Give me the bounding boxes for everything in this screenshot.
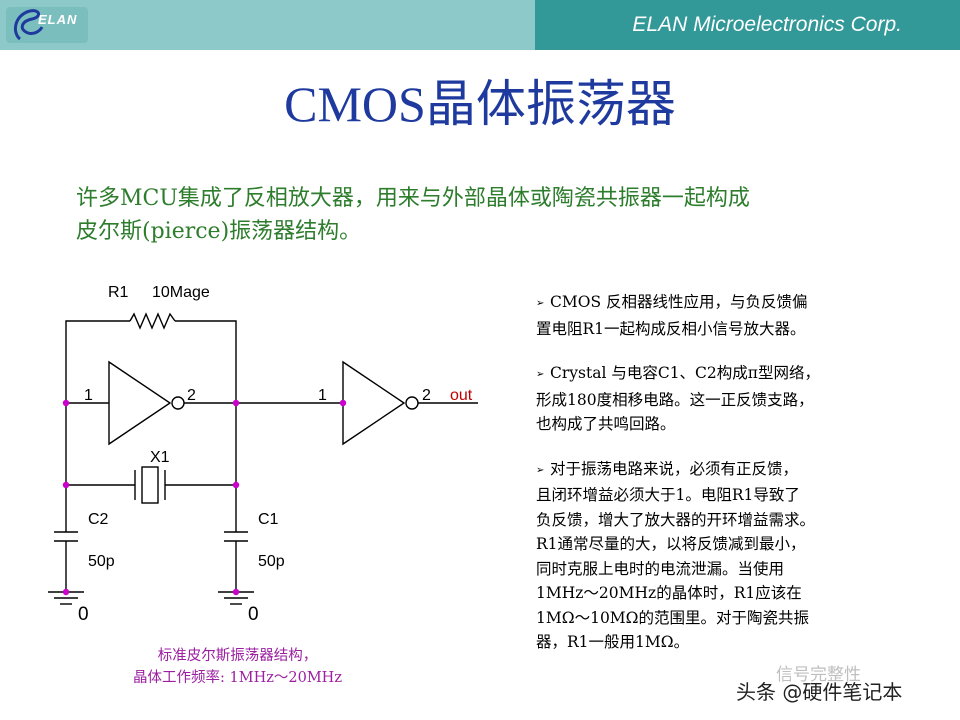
inverter-2-bubble — [405, 396, 419, 410]
node-dot-inv2-in — [339, 399, 347, 407]
inv1-pin-in-label: 1 — [84, 387, 93, 404]
c1-label: C1 — [258, 511, 279, 528]
ground-right-label: 0 — [248, 604, 259, 625]
bullet-item: ➢对于振荡电路来说，必须有正反馈， 且闭环增益必须大于1。电阻R1导致了 负反馈… — [536, 459, 816, 652]
inverter-1-bubble — [171, 396, 185, 410]
pierce-oscillator-schematic: R1 10Mage 1 2 1 2 out X1 C2 50p C1 50p 0… — [48, 284, 478, 625]
arrow-bullet-icon: ➢ — [536, 464, 545, 476]
elan-logo — [6, 7, 88, 43]
header-bar: ELAN ELAN Microelectronics Corp. — [0, 0, 960, 50]
inverter-1-symbol — [108, 360, 172, 446]
wire-r1-left — [65, 320, 130, 403]
arrow-bullet-icon: ➢ — [536, 369, 545, 380]
r1-value: 10Mage — [152, 284, 210, 301]
node-dot-gnd-left — [62, 588, 70, 596]
wire-r1-right — [175, 320, 237, 403]
schematic-caption: 标准皮尔斯振荡器结构， 晶体工作频率: 1MHz～20MHz — [90, 645, 385, 689]
c2-label: C2 — [88, 511, 109, 528]
inv2-pin-in-label: 1 — [318, 387, 327, 404]
ground-left-label: 0 — [78, 604, 89, 625]
inv1-pin-out-label: 2 — [187, 387, 196, 404]
header-company-band — [535, 0, 960, 50]
arrow-bullet-icon: ➢ — [536, 298, 545, 309]
x1-label: X1 — [150, 449, 170, 466]
node-dot-inv1-in — [62, 399, 70, 407]
node-dot-c1 — [232, 481, 240, 489]
bullet-item: ➢Crystal 与电容C1、C2构成π型网络， 形成180度相移电路。这一正反… — [536, 364, 820, 433]
intro-text: 许多MCU集成了反相放大器，用来与外部晶体或陶瓷共振器一起构成 皮尔斯(pier… — [76, 182, 906, 248]
x1-crystal-body — [141, 466, 159, 504]
logo-text: ELAN — [38, 12, 78, 27]
watermark-toutiao: 头条 @硬件笔记本 — [736, 680, 903, 704]
slide-title: CMOS晶体振荡器 — [284, 76, 676, 132]
node-dot-inv1-out — [232, 399, 240, 407]
inverter-2-symbol — [342, 360, 406, 446]
r1-label: R1 — [108, 284, 129, 301]
caption-line-2: 晶体工作频率: 1MHz～20MHz — [133, 670, 342, 686]
node-dot-gnd-right — [232, 588, 240, 596]
bullet-item: ➢CMOS 反相器线性应用，与负反馈偏 置电阻R1一起构成反相小信号放大器。 — [536, 293, 808, 338]
caption-line-1: 标准皮尔斯振荡器结构， — [157, 648, 318, 664]
watermark-signal-integrity: 信号完整性 — [776, 665, 861, 685]
c1-value: 50p — [258, 553, 285, 570]
company-name: ELAN Microelectronics Corp. — [632, 13, 902, 36]
out-label: out — [450, 387, 473, 404]
intro-line-2: 皮尔斯(pierce)振荡器结构。 — [76, 219, 362, 244]
node-dot-c2 — [62, 481, 70, 489]
inv2-pin-out-label: 2 — [422, 387, 431, 404]
explanation-bullets: ➢CMOS 反相器线性应用，与负反馈偏 置电阻R1一起构成反相小信号放大器。 ➢… — [536, 290, 936, 675]
intro-line-1: 许多MCU集成了反相放大器，用来与外部晶体或陶瓷共振器一起构成 — [76, 186, 750, 211]
c2-value: 50p — [88, 553, 115, 570]
r1-resistor-symbol — [129, 312, 176, 330]
